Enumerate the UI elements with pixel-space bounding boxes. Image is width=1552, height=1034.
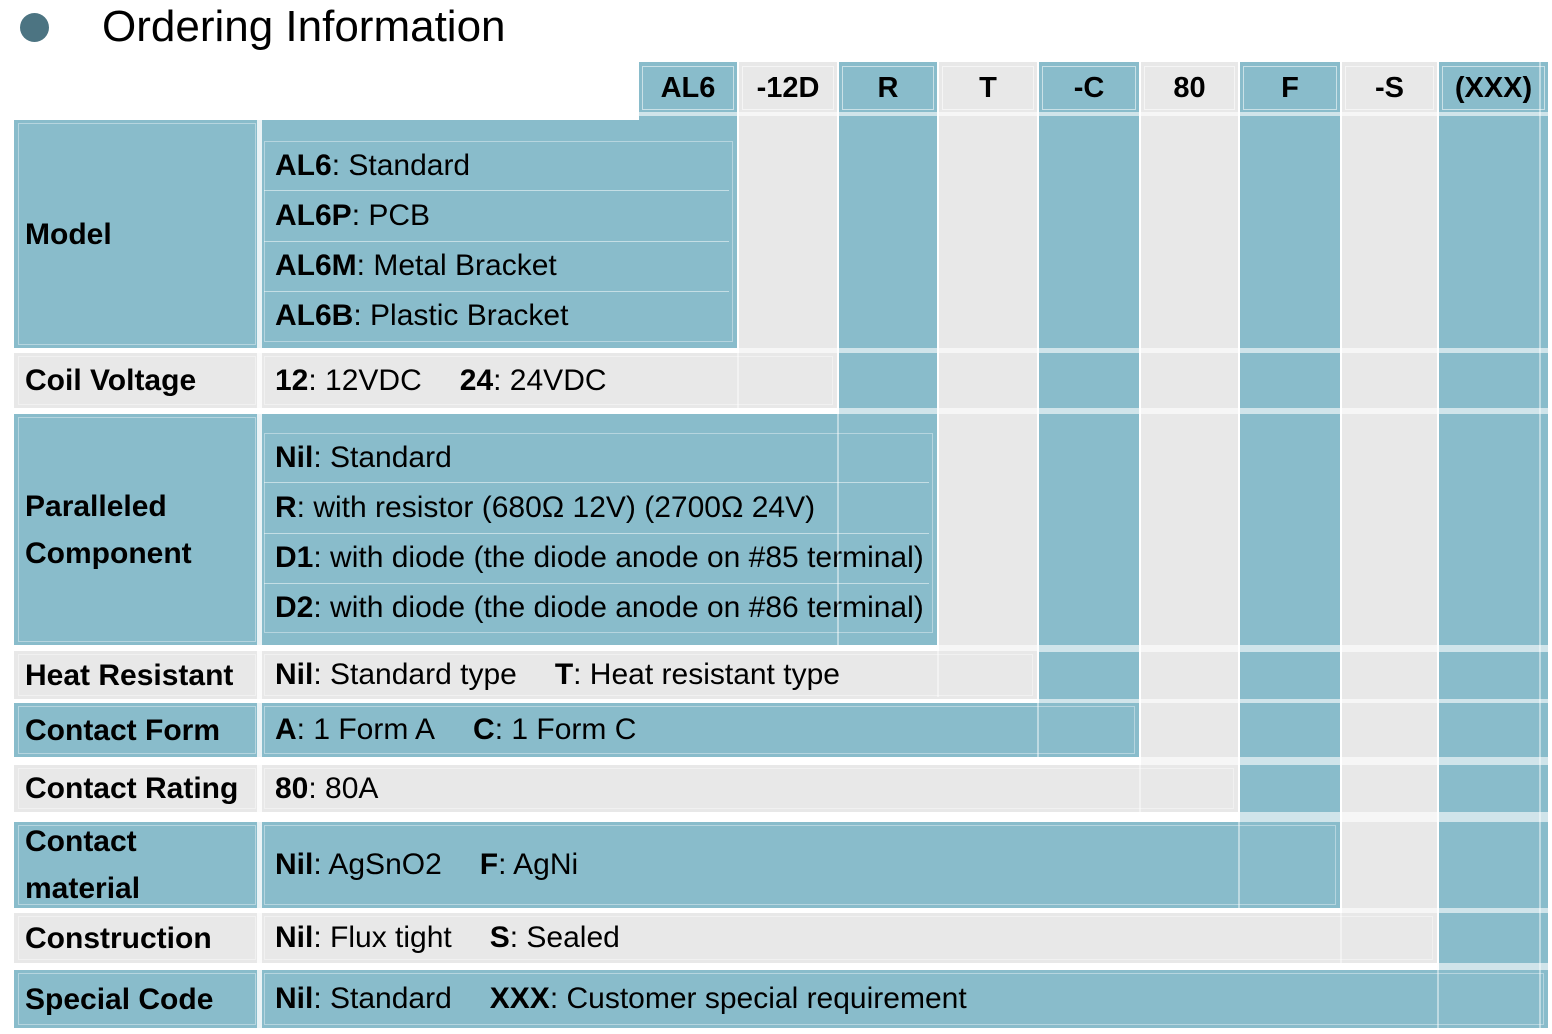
row-special-code: Special Code Nil: Standard XXX: Customer…: [14, 970, 1548, 1028]
row-label: Special Code: [25, 982, 214, 1016]
row-label: Contact material: [25, 825, 141, 905]
row-coil-voltage: Coil Voltage 12: 12VDC 24: 24VDC: [14, 353, 837, 408]
row-model: Model AL6: Standard AL6P: PCB AL6M: Meta…: [14, 120, 737, 348]
code-band-t: [939, 62, 1037, 697]
code-cell-80: 80: [1144, 66, 1235, 110]
row-contact-material: Contact material Nil: AgSnO2 F: AgNi: [14, 822, 1340, 908]
row-label: Coil Voltage: [25, 364, 197, 397]
row-label: Contact Form: [25, 713, 220, 747]
row-values: Nil: Standard XXX: Customer special requ…: [275, 982, 967, 1015]
code-band-s: [1342, 62, 1437, 963]
code-band-xxx: [1439, 62, 1548, 1028]
bullet-icon: [20, 13, 49, 42]
row-label: Model: [25, 217, 112, 251]
code-cell-f: F: [1243, 66, 1337, 110]
code-cell-t: T: [942, 66, 1034, 110]
row-construction: Construction Nil: Flux tight S: Sealed: [14, 913, 1437, 963]
row-contact-rating: Contact Rating 80: 80A: [14, 765, 1238, 812]
code-cell-xxx: (XXX): [1442, 66, 1545, 110]
row-values: 12: 12VDC 24: 24VDC: [275, 363, 607, 397]
row-values: A: 1 Form A C: 1 Form C: [275, 713, 637, 746]
row-values: Nil: Standard R: with resistor (680Ω 12V…: [264, 433, 929, 633]
code-band-f: [1240, 62, 1340, 908]
row-values: Nil: Flux tight S: Sealed: [275, 921, 620, 954]
row-values: Nil: Standard type T: Heat resistant typ…: [275, 658, 840, 691]
code-cell-c: -C: [1042, 66, 1136, 110]
code-cell-al6: AL6: [642, 66, 734, 110]
code-cell-12d: -12D: [742, 66, 834, 110]
code-band-80: [1141, 62, 1238, 812]
code-cell-s: -S: [1345, 66, 1434, 110]
row-paralleled-component: Paralleled Component Nil: Standard R: wi…: [14, 414, 937, 645]
row-values: 80: 80A: [275, 771, 379, 805]
row-values: Nil: AgSnO2 F: AgNi: [275, 848, 579, 881]
code-cell-r: R: [842, 66, 934, 110]
page-title: Ordering Information: [102, 2, 506, 51]
row-contact-form: Contact Form A: 1 Form A C: 1 Form C: [14, 703, 1139, 757]
row-values: AL6: Standard AL6P: PCB AL6M: Metal Brac…: [264, 141, 729, 341]
row-label: Heat Resistant: [25, 658, 234, 692]
title-bar: Ordering Information: [0, 0, 1552, 58]
row-label: Paralleled Component: [25, 489, 192, 570]
row-label: Construction: [25, 921, 212, 955]
row-heat-resistant: Heat Resistant Nil: Standard type T: Hea…: [14, 651, 1037, 699]
row-label: Contact Rating: [25, 772, 239, 805]
